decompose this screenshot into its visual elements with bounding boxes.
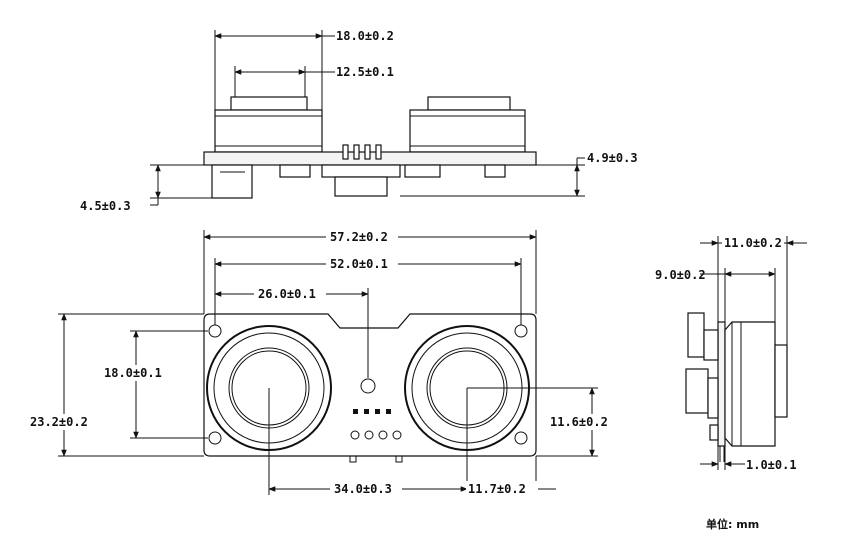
top-view: 18.0±0.2 12.5±0.1 4.5±0.3 4.9±0.3 xyxy=(80,29,638,213)
dim-center-to-edge: 11.7±0.2 xyxy=(468,482,526,496)
dim-overall-width: 57.2±0.2 xyxy=(330,230,388,244)
dim-right-height: 4.9±0.3 xyxy=(587,151,638,165)
dim-hole-vertical-spacing: 18.0±0.1 xyxy=(104,366,162,380)
mounting-hole-br xyxy=(514,431,528,445)
mounting-hole-bl xyxy=(208,431,222,445)
smd-pads xyxy=(353,409,391,414)
front-view: 57.2±0.2 52.0±0.1 26.0±0.1 18.0±0.1 23.2… xyxy=(28,228,624,497)
top-right-transducer-cap xyxy=(427,96,511,111)
dim-hole-spacing: 52.0±0.1 xyxy=(330,257,388,271)
dim-pcb-thickness: 1.0±0.1 xyxy=(746,458,797,472)
top-left-transducer-cap xyxy=(230,96,308,111)
top-right-transducer-body xyxy=(409,109,526,153)
dim-overall-depth: 11.0±0.2 xyxy=(724,236,782,250)
dim-transducer-spacing: 34.0±0.3 xyxy=(334,482,392,496)
side-pcb xyxy=(717,321,726,447)
side-view: 11.0±0.2 9.0±0.2 1.0±0.1 单位: mm xyxy=(655,235,807,531)
dim-left-height: 4.5±0.3 xyxy=(80,199,131,213)
dim-transducer-width: 18.0±0.2 xyxy=(336,29,394,43)
pin-holes xyxy=(350,430,402,440)
dim-transducer-depth: 9.0±0.2 xyxy=(655,268,706,282)
dim-overall-height: 23.2±0.2 xyxy=(30,415,88,429)
dim-transducer-inner: 12.5±0.1 xyxy=(336,65,394,79)
top-left-transducer-body xyxy=(214,109,323,153)
center-crystal xyxy=(360,378,376,394)
unit-label: 单位: mm xyxy=(706,517,759,531)
dim-hole-to-center: 26.0±0.1 xyxy=(258,287,316,301)
dim-center-height: 11.6±0.2 xyxy=(550,415,608,429)
header-pins xyxy=(342,144,382,160)
